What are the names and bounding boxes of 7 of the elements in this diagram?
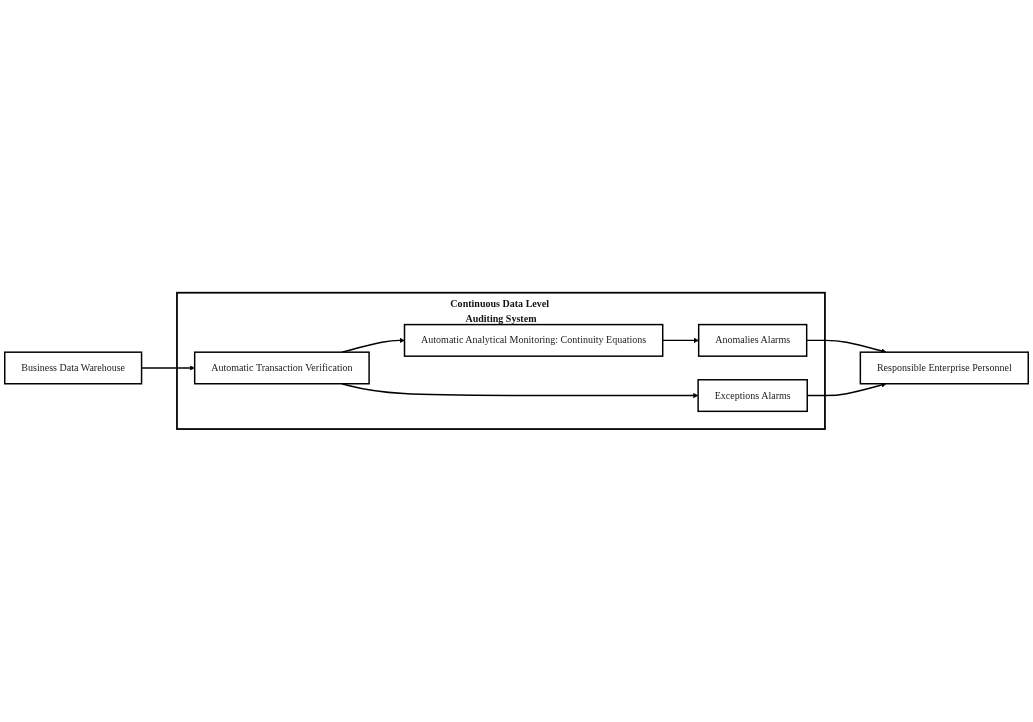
node-box: Responsible Enterprise Personnel bbox=[859, 351, 1029, 385]
node-box: Business Data Warehouse bbox=[4, 351, 143, 385]
arrow bbox=[341, 383, 699, 399]
node-box: Automatic Analytical Monitoring: Continuity Equations bbox=[403, 323, 664, 357]
node-box: Anomalies Alarms bbox=[697, 323, 808, 357]
node-box: Automatic Transaction Verification bbox=[193, 351, 370, 385]
node-box: Exceptions Alarms bbox=[697, 379, 808, 413]
